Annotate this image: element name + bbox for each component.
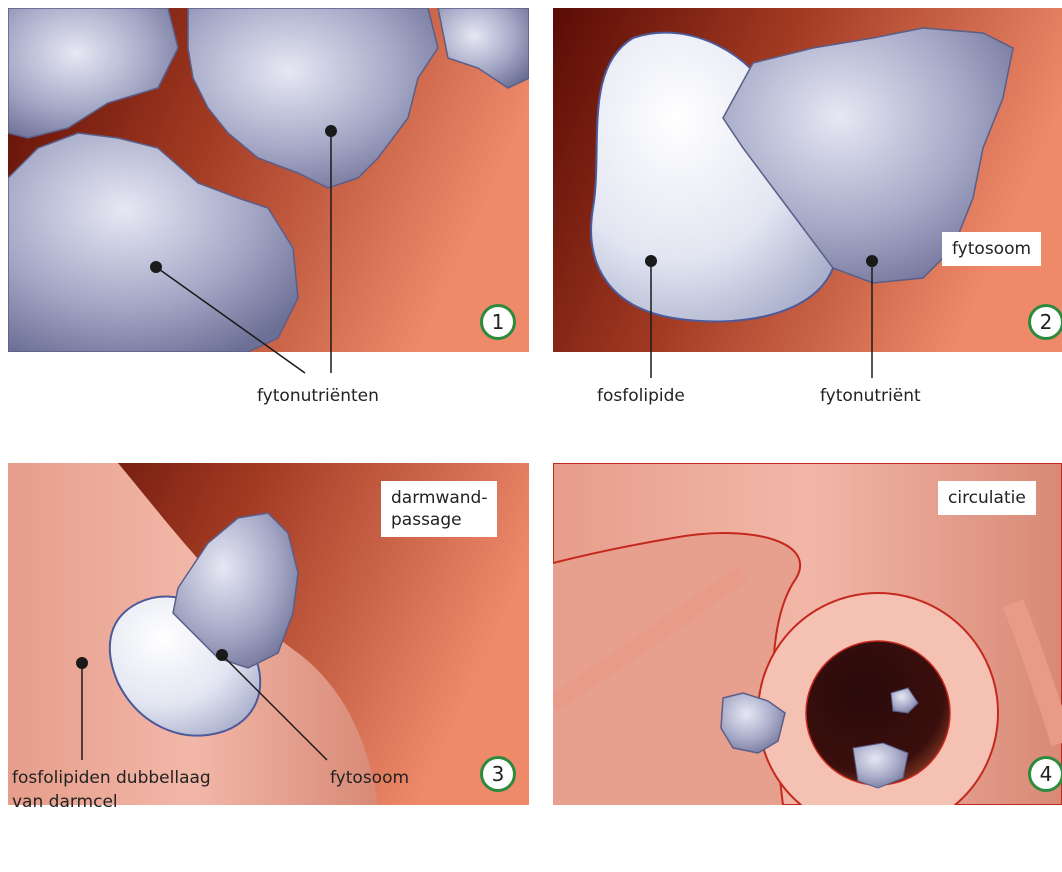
- caption-fosfolipide: fosfolipide: [597, 386, 685, 406]
- panel-2-illustration: [553, 8, 1062, 352]
- caption-fytonutrient: fytonutriënt: [820, 386, 921, 406]
- caption-dubbellaag-line1: fosfolipiden dubbellaag: [12, 768, 211, 788]
- panel-1-illustration: [8, 8, 529, 352]
- panel-number-badge: 3: [480, 756, 516, 792]
- panel-4: circulatie 4: [553, 463, 1062, 805]
- tag-text: fytosoom: [952, 239, 1031, 259]
- tag-line: passage: [391, 509, 487, 531]
- label-circulatie: circulatie: [938, 481, 1036, 515]
- caption-dubbellaag-line2: van darmcel: [12, 792, 118, 812]
- panel-number: 3: [492, 762, 505, 786]
- label-fytosoom: fytosoom: [942, 232, 1041, 266]
- panel-2: fytosoom 2: [553, 8, 1062, 352]
- panel-number-badge: 4: [1028, 756, 1062, 792]
- panel-number: 2: [1040, 310, 1053, 334]
- caption-fytonutrienten: fytonutriënten: [257, 386, 379, 406]
- tag-text: circulatie: [948, 488, 1026, 508]
- panel-number: 1: [492, 310, 505, 334]
- panel-3: darmwand- passage 3: [8, 463, 529, 805]
- label-darmwand-passage: darmwand- passage: [381, 481, 497, 537]
- panel-number-badge: 2: [1028, 304, 1062, 340]
- tag-line: darmwand-: [391, 487, 487, 509]
- panel-number-badge: 1: [480, 304, 516, 340]
- panel-1: 1: [8, 8, 529, 352]
- caption-fytosoom: fytosoom: [330, 768, 409, 788]
- panel-number: 4: [1040, 762, 1053, 786]
